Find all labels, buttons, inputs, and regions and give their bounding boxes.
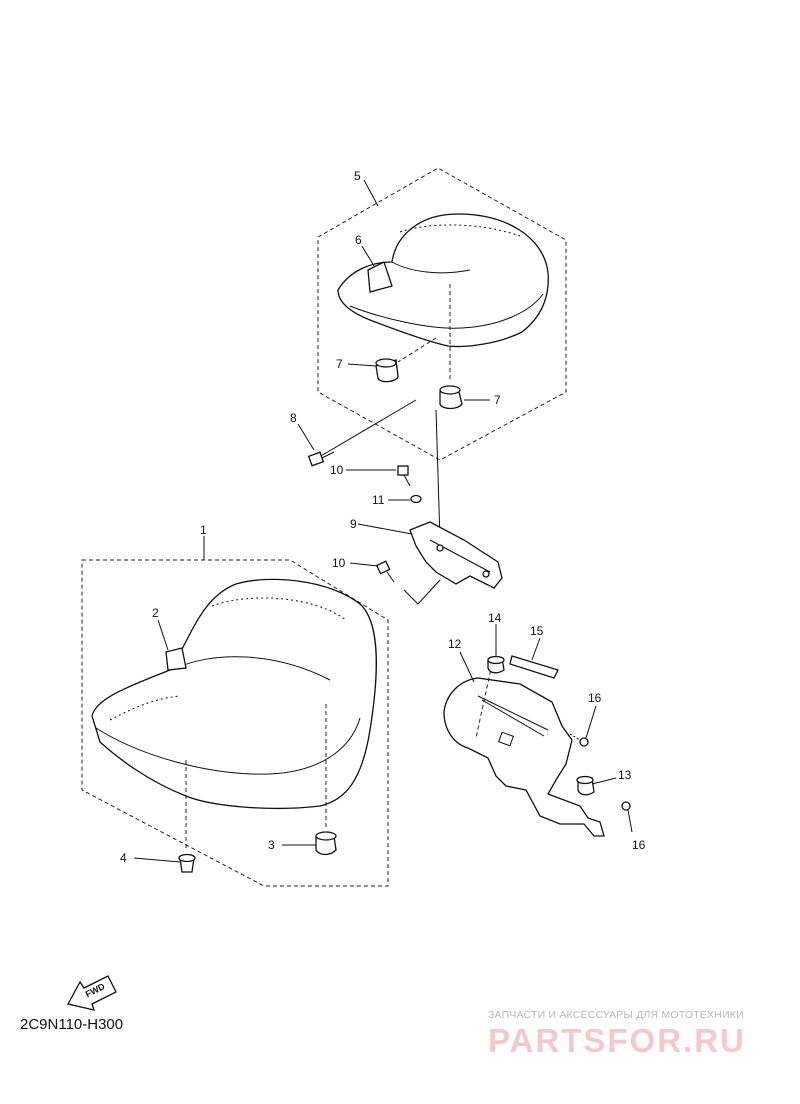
rear-seat-5 xyxy=(337,213,549,348)
callout-11: 11 xyxy=(372,493,385,507)
fwd-arrow-icon: FWD xyxy=(67,975,117,1011)
callout-14: 14 xyxy=(488,611,502,625)
callout-16b: 16 xyxy=(632,838,646,852)
callout-10b: 10 xyxy=(332,556,346,570)
main-seat-1 xyxy=(91,578,377,810)
callout-7a: 7 xyxy=(336,357,343,371)
callout-3: 3 xyxy=(268,838,275,852)
main-seat-group-outline xyxy=(81,559,389,887)
callout-6: 6 xyxy=(355,233,362,247)
callout-1: 1 xyxy=(200,523,207,537)
screw-16-lower xyxy=(621,801,631,811)
leader-lines xyxy=(133,179,633,863)
callout-5: 5 xyxy=(354,169,361,183)
grommet-14 xyxy=(487,655,505,674)
damper-7-left xyxy=(375,358,399,383)
washer-11 xyxy=(410,494,422,504)
strip-15 xyxy=(509,655,559,679)
callout-2: 2 xyxy=(152,606,159,620)
seat-tab-2 xyxy=(165,647,187,671)
callout-15: 15 xyxy=(530,624,544,638)
grommet-4 xyxy=(178,853,196,873)
damper-7-right xyxy=(439,385,463,410)
drawing-code: 2C9N110-H300 xyxy=(20,1016,124,1033)
seat-tab-6 xyxy=(367,261,393,293)
damper-3 xyxy=(315,831,337,856)
screw-16-upper xyxy=(569,733,589,747)
bolt-8 xyxy=(307,451,335,467)
callout-16a: 16 xyxy=(588,691,602,705)
callout-10a: 10 xyxy=(330,463,344,477)
bracket-9 xyxy=(409,521,503,589)
rear-seat-group-outline xyxy=(317,167,567,461)
bolt-10-upper xyxy=(397,465,411,487)
watermark-tagline: ЗАПЧАСТИ И АКСЕССУАРЫ ДЛЯ МОТОТЕХНИКИ xyxy=(488,1009,744,1021)
damper-13 xyxy=(576,775,595,796)
watermark-brand: PARTSFOR.RU xyxy=(488,1022,746,1059)
callout-7b: 7 xyxy=(494,393,501,407)
side-cover-12 xyxy=(443,677,605,837)
callout-4: 4 xyxy=(120,851,127,865)
callout-9: 9 xyxy=(350,517,357,531)
callout-12: 12 xyxy=(448,637,462,651)
callout-13: 13 xyxy=(618,768,632,782)
bolt-10-lower xyxy=(375,560,395,583)
callout-8: 8 xyxy=(290,411,297,425)
